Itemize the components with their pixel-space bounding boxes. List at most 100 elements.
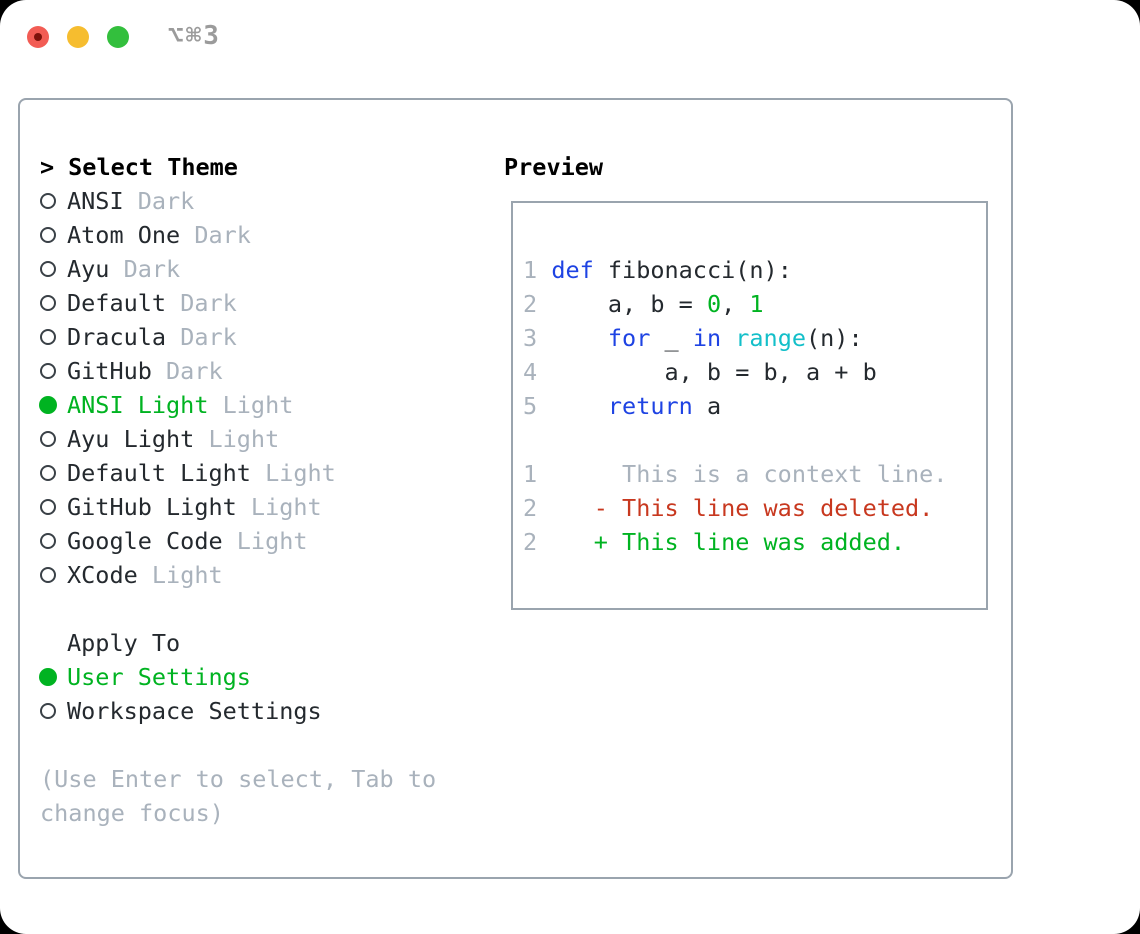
theme-name: XCode (67, 561, 138, 589)
code-line: 2 - This line was deleted. (523, 491, 986, 525)
spacer (40, 728, 436, 762)
radio-icon (40, 363, 56, 379)
code-token: _ (650, 324, 693, 352)
code-line: 1 def fibonacci(n): (523, 253, 986, 287)
theme-option-github[interactable]: GitHub Dark (40, 354, 436, 388)
code-token: - This line was deleted. (537, 494, 934, 522)
code-line: 2 a, b = 0, 1 (523, 287, 986, 321)
theme-variant: Light (137, 561, 223, 589)
radio-icon (40, 431, 56, 447)
theme-name: Default (67, 289, 167, 317)
hint-line: change focus) (40, 799, 224, 827)
radio-icon (40, 261, 56, 277)
code-token: fibonacci(n): (593, 256, 792, 284)
radio-icon (40, 533, 56, 549)
theme-option-dracula[interactable]: Dracula Dark (40, 320, 436, 354)
theme-variant: Light (222, 527, 308, 555)
theme-variant: Dark (180, 221, 251, 249)
code-line: 3 for _ in range(n): (523, 321, 986, 355)
code-token: 0 (706, 290, 722, 318)
spacer (40, 592, 436, 626)
theme-variant: Dark (109, 255, 181, 283)
theme-option-ayu[interactable]: Ayu Dark (40, 252, 436, 286)
close-button-icon[interactable] (27, 26, 49, 48)
theme-name: GitHub (67, 357, 152, 385)
theme-name: ANSI Light (67, 391, 209, 419)
radio-icon (40, 465, 56, 481)
apply-option-label: Workspace Settings (67, 697, 322, 725)
code-line: 5 return a (523, 389, 986, 423)
code-token: a, b = b, a + b (537, 358, 877, 386)
theme-variant: Dark (123, 187, 195, 215)
code-line: 1 This is a context line. (523, 457, 986, 491)
code-token: return (607, 392, 693, 420)
code-token: a, b = (537, 290, 707, 318)
preview-header-label: Preview (504, 153, 604, 181)
radio-icon (40, 227, 56, 243)
code-token: def (551, 256, 594, 284)
theme-option-ayu-light[interactable]: Ayu Light Light (40, 422, 436, 456)
theme-variant: Light (250, 459, 336, 487)
theme-name: GitHub Light (67, 493, 237, 521)
preview-header: Preview (504, 150, 603, 184)
theme-variant: Dark (151, 357, 223, 385)
theme-name: Atom One (67, 221, 181, 249)
apply-option-workspace-settings[interactable]: Workspace Settings (40, 694, 436, 728)
code-token: 1 (749, 290, 764, 318)
theme-name: Dracula (67, 323, 167, 351)
code-line: 2 + This line was added. (523, 525, 986, 559)
code-token: (n): (806, 324, 863, 352)
code-token (537, 256, 551, 284)
theme-variant: Light (194, 425, 280, 453)
theme-name: Ayu Light (67, 425, 195, 453)
line-number: 2 (523, 494, 538, 522)
theme-option-default[interactable]: Default Dark (40, 286, 436, 320)
line-number: 2 (523, 528, 538, 556)
radio-icon (40, 499, 56, 515)
radio-icon (40, 567, 56, 583)
radio-icon (40, 295, 56, 311)
code-token: for (607, 324, 651, 352)
code-token: This is a context line. (537, 460, 948, 488)
line-number: 2 (523, 290, 538, 318)
radio-icon (40, 193, 56, 209)
window-controls (27, 26, 129, 48)
hint-text: (Use Enter to select, Tab to change focus… (40, 762, 436, 830)
select-theme-header: > Select Theme (40, 150, 436, 184)
code-token (537, 392, 608, 420)
theme-name: ANSI (67, 187, 124, 215)
theme-option-atom-one[interactable]: Atom One Dark (40, 218, 436, 252)
line-number: 3 (523, 324, 538, 352)
code-token (721, 324, 735, 352)
theme-option-xcode[interactable]: XCode Light (40, 558, 436, 592)
prompt-icon: > (40, 153, 55, 181)
code-token: range (735, 324, 807, 352)
apply-option-user-settings[interactable]: User Settings (39, 660, 436, 694)
theme-variant: Light (208, 391, 294, 419)
theme-option-github-light[interactable]: GitHub Light Light (40, 490, 436, 524)
line-number: 1 (523, 460, 538, 488)
zoom-button-icon[interactable] (107, 26, 129, 48)
select-theme-header-label: Select Theme (68, 153, 238, 181)
theme-variant: Light (236, 493, 322, 521)
radio-icon (39, 668, 57, 686)
apply-to-header: Apply To (40, 626, 436, 660)
theme-option-default-light[interactable]: Default Light Light (40, 456, 436, 490)
theme-option-google-code[interactable]: Google Code Light (40, 524, 436, 558)
theme-option-ansi-light[interactable]: ANSI Light Light (39, 388, 436, 422)
radio-icon (40, 703, 56, 719)
minimize-button-icon[interactable] (67, 26, 89, 48)
theme-variant: Dark (166, 289, 237, 317)
hint-line: (Use Enter to select, Tab to (40, 765, 437, 793)
code-token: , (721, 290, 750, 318)
theme-option-ansi[interactable]: ANSI Dark (40, 184, 436, 218)
theme-name: Ayu (67, 255, 110, 283)
apply-to-header-label: Apply To (67, 629, 181, 657)
apply-option-label: User Settings (67, 663, 251, 691)
